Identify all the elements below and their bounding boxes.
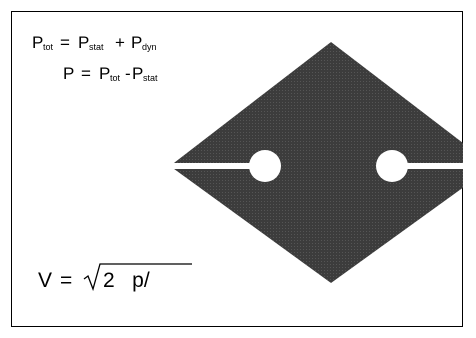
eq1-sub-tot: tot [43,42,54,52]
eq1-equals: = [60,33,70,52]
eq2-symbol-3: P [132,64,143,83]
eq3-equals: = [60,269,72,292]
eq2-sub-stat: stat [143,73,158,83]
equation-pressure-difference: P = P tot - P stat [63,64,158,83]
equation-total-pressure: P tot = P stat + P dyn [32,33,157,52]
right-margin [463,0,476,338]
eq2-symbol-1: P [63,64,74,83]
eq1-symbol-2: P [78,33,89,52]
eq2-symbol-2: P [99,64,110,83]
eq1-plus: + [115,33,125,52]
left-port-hole [249,150,281,182]
probe-body [170,42,476,283]
eq2-equals: = [81,64,91,83]
eq3-radical-sign [83,263,192,292]
eq1-sub-stat: stat [89,42,104,52]
eq2-minus: - [125,64,131,83]
equation-velocity: V = 2 p/ [38,263,192,292]
eq1-symbol-3: P [131,33,142,52]
eq3-symbol: V [38,269,52,292]
right-channel [392,163,463,169]
eq1-sub-dyn: dyn [142,42,157,52]
left-channel [170,163,262,169]
right-port-hole [376,150,408,182]
eq1-symbol-1: P [32,33,43,52]
eq3-content: 2 p/ [103,269,150,292]
eq2-sub-tot: tot [110,73,121,83]
